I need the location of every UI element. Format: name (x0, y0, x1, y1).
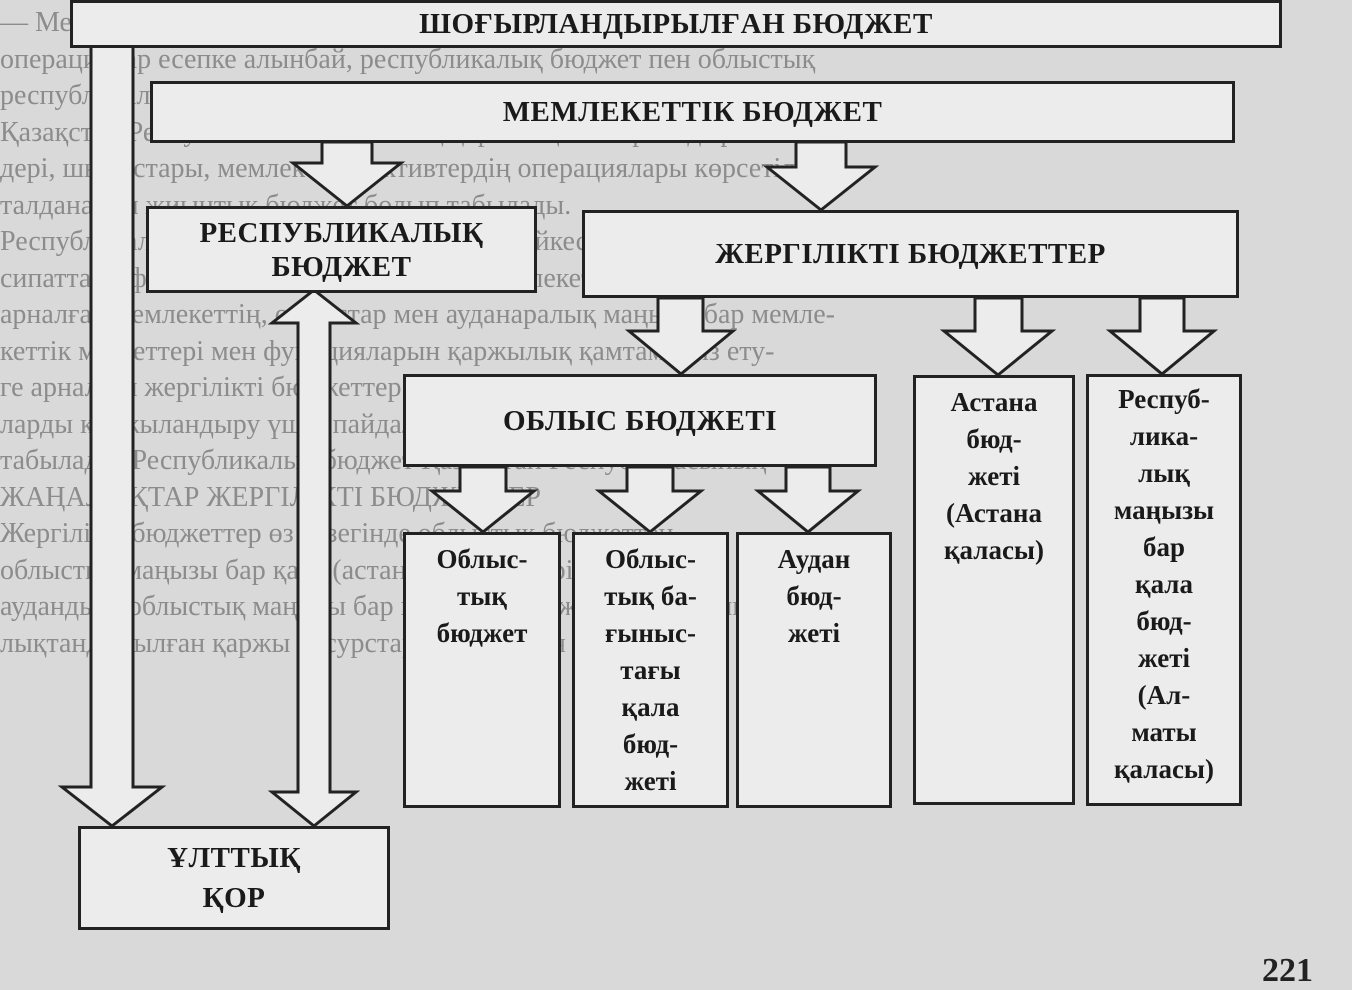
oblast-own-budget-label: Облыс- тық бюджет (436, 544, 528, 648)
national-fund-box: ҰЛТТЫҚ ҚОР (78, 826, 390, 930)
arrow-to-national-fund (57, 36, 167, 828)
arrow-local-to-oblast (624, 296, 738, 376)
oblast-city-budget-label: Облыс- тық ба- ғыныс- тағы қала бюд- жет… (604, 544, 697, 796)
republican-budget-label: РЕСПУБЛИКАЛЫҚ БЮДЖЕТ (199, 216, 484, 283)
republican-budget-box: РЕСПУБЛИКАЛЫҚ БЮДЖЕТ (146, 206, 537, 293)
arrow-oblast-to-city (594, 465, 706, 534)
background-text-line: дері, шығыстары, мемлекеттік активтердің… (0, 153, 843, 184)
astana-budget-box: Астана бюд- жеті (Астана қаласы) (913, 375, 1075, 805)
arrow-state-to-local (762, 140, 880, 212)
local-budgets-box: ЖЕРГІЛІКТІ БЮДЖЕТТЕР (582, 210, 1239, 298)
double-arrow-republican-national-fund (267, 288, 361, 828)
consolidated-budget-box: ШОҒЫРЛАНДЫРЫЛҒАН БЮДЖЕТ (70, 0, 1282, 48)
oblast-own-budget-box: Облыс- тық бюджет (403, 532, 561, 808)
state-budget-label: МЕМЛЕКЕТТІК БЮДЖЕТ (502, 96, 883, 128)
arrow-oblast-to-own (427, 465, 539, 534)
oblast-budget-box: ОБЛЫС БЮДЖЕТІ (403, 374, 877, 467)
arrow-state-to-republican (288, 140, 406, 208)
oblast-budget-label: ОБЛЫС БЮДЖЕТІ (502, 404, 778, 437)
background-text-line: операциялар есепке алынбай, республикалы… (0, 43, 816, 75)
national-fund-label: ҰЛТТЫҚ ҚОР (167, 842, 301, 914)
state-budget-box: МЕМЛЕКЕТТІК БЮДЖЕТ (150, 81, 1235, 143)
district-budget-label: Аудан бюд- жеті (777, 544, 851, 648)
republican-city-budget-label: Респуб- лика- лық маңызы бар қала бюд- ж… (1113, 384, 1215, 784)
district-budget-box: Аудан бюд- жеті (736, 532, 892, 808)
page-number: 221 (1262, 952, 1313, 989)
republican-city-budget-box: Респуб- лика- лық маңызы бар қала бюд- ж… (1086, 374, 1242, 806)
oblast-city-budget-box: Облыс- тық ба- ғыныс- тағы қала бюд- жет… (572, 532, 729, 808)
consolidated-budget-label: ШОҒЫРЛАНДЫРЫЛҒАН БЮДЖЕТ (419, 8, 933, 40)
astana-budget-label: Астана бюд- жеті (Астана қаласы) (944, 387, 1044, 565)
arrow-local-to-rep-city (1105, 296, 1219, 376)
arrow-local-to-astana (939, 296, 1057, 377)
arrow-oblast-to-district (753, 465, 863, 534)
local-budgets-label: ЖЕРГІЛІКТІ БЮДЖЕТТЕР (715, 238, 1106, 270)
